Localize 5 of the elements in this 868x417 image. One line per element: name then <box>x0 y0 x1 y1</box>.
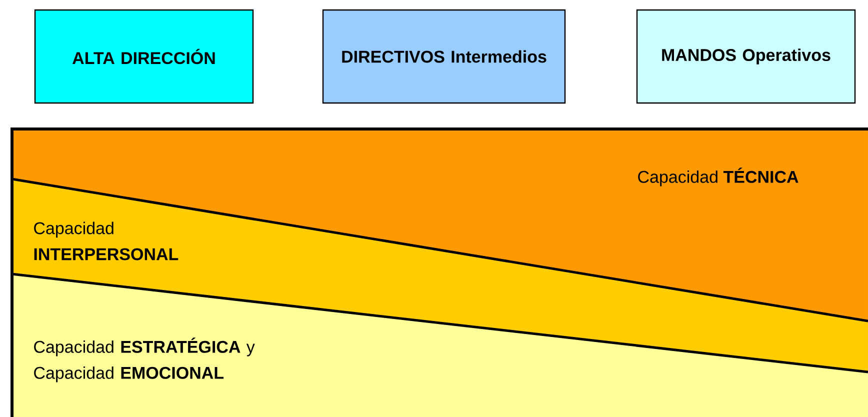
level-box: ALTA DIRECCIÓN <box>34 9 254 104</box>
level-box: MANDOS Operativos <box>636 9 856 104</box>
band-label: Capacidad TÉCNICA <box>638 168 798 186</box>
level-box: DIRECTIVOS Intermedios <box>322 9 566 104</box>
band-label: Capacidad INTERPERSONAL <box>34 222 178 260</box>
